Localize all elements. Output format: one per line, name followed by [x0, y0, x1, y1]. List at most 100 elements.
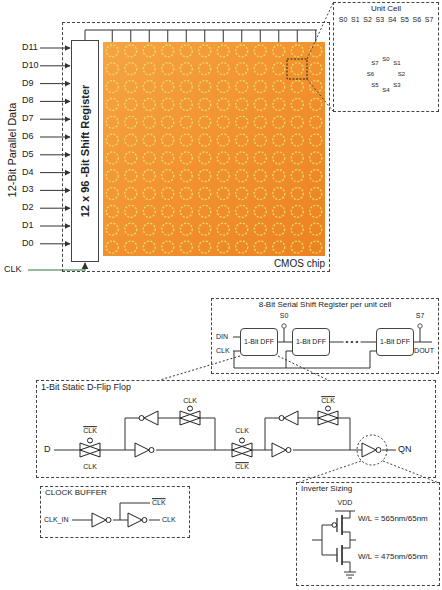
node-label: 8-Bit Serial Shift Register per unit cel…	[259, 301, 392, 310]
signal-label: D3	[22, 185, 34, 195]
unit-cell-ring	[254, 170, 266, 182]
unit-cell-ring	[254, 81, 266, 93]
signal-label: DIN	[216, 333, 228, 341]
unit-cell-ring	[199, 45, 211, 57]
unit-cell-ring	[125, 188, 137, 200]
pin-terminal	[378, 27, 382, 31]
signal-label: D1	[22, 221, 34, 231]
pixel-array	[103, 42, 325, 256]
unit-cell-ring	[273, 63, 285, 75]
gate-bubble	[326, 406, 331, 411]
signal-label: S6	[413, 16, 422, 24]
gold-ring	[360, 48, 412, 100]
pin-terminal	[390, 27, 394, 31]
unit-cell-ring	[106, 63, 118, 75]
unit-cell-ring	[273, 205, 285, 217]
unit-cell-ring	[254, 45, 266, 57]
zoom-line	[307, 3, 333, 111]
data-input-arrow	[40, 226, 70, 227]
unit-cell-ring	[310, 152, 322, 164]
node-label: Unit Cell	[371, 5, 401, 14]
unit-cell-ring	[310, 81, 322, 93]
pin-wire	[391, 31, 393, 46]
unit-cell-ring	[273, 223, 285, 235]
unit-cell-ring	[106, 152, 118, 164]
unit-cell-ring	[143, 116, 155, 128]
node-label: Inverter Sizing	[301, 485, 352, 494]
pin-wire	[368, 31, 371, 50]
unit-cell-ring	[162, 45, 174, 57]
unit-cell-callout: Unit Cell	[333, 2, 439, 112]
signal-label: D2	[22, 203, 34, 213]
signal-label: CLK	[162, 516, 176, 524]
unit-cell-ring	[180, 223, 192, 235]
gate-bubble	[240, 438, 245, 443]
unit-cell-ring	[162, 81, 174, 93]
unit-cell-ring	[199, 116, 211, 128]
unit-cell-ring	[236, 134, 248, 146]
signal-label: DOUT	[414, 347, 434, 355]
unit-cell-ring	[254, 188, 266, 200]
data-input-arrow	[40, 65, 70, 66]
signal-label: VDD	[338, 499, 353, 507]
signal-label: CLK	[321, 397, 335, 405]
unit-cell-ring	[254, 116, 266, 128]
node-label: 12 x 96 -Bit Shift Register	[79, 85, 91, 218]
unit-cell-ring	[273, 170, 285, 182]
unit-cell-ring	[291, 152, 303, 164]
unit-cell-ring	[273, 45, 285, 57]
unit-cell-ring	[106, 223, 118, 235]
unit-cell-ring	[199, 223, 211, 235]
signal-label: CLK	[183, 397, 197, 405]
inverter-bubble	[376, 448, 381, 453]
signal-label: S5	[371, 82, 378, 89]
unit-cell-ring	[180, 205, 192, 217]
unit-cell-ring	[273, 152, 285, 164]
unit-cell-ring	[273, 98, 285, 110]
unit-cell-ring	[162, 152, 174, 164]
signal-label: CLK	[152, 499, 166, 507]
transmission-gate	[80, 443, 100, 457]
shift-register-box: 12 x 96 -Bit Shift Register	[71, 40, 99, 262]
unit-cell-ring	[217, 152, 229, 164]
unit-cell-ring	[162, 205, 174, 217]
gate-bubble	[88, 438, 93, 443]
gate-bubble	[188, 406, 193, 411]
unit-cell-ring	[162, 134, 174, 146]
unit-cell-ring	[106, 134, 118, 146]
unit-cell-ring	[125, 223, 137, 235]
unit-cell-ring	[125, 116, 137, 128]
signal-label: S2	[363, 16, 372, 24]
unit-cell-ring	[143, 98, 155, 110]
clock-input-arrow	[28, 263, 85, 270]
unit-cell-ring	[162, 98, 174, 110]
column-bus	[85, 30, 317, 42]
unit-cell-ring	[125, 205, 137, 217]
unit-cell-ring	[291, 241, 303, 253]
unit-cell-ring	[217, 205, 229, 217]
signal-label: S0	[280, 312, 289, 320]
unit-cell-ring	[180, 152, 192, 164]
inverter-bubble	[149, 448, 154, 453]
unit-cell-ring	[180, 188, 192, 200]
unit-cell-ring	[310, 116, 322, 128]
unit-cell-ring	[254, 205, 266, 217]
switch-symbol	[393, 97, 399, 100]
signal-label: CLK	[83, 427, 97, 435]
unit-cell-ring	[236, 45, 248, 57]
unit-cell-ring	[162, 170, 174, 182]
unit-cell-ring	[254, 223, 266, 235]
unit-cell-ring	[106, 116, 118, 128]
data-input-arrow	[40, 154, 70, 155]
signal-label: • • •	[344, 338, 361, 347]
inverter-sizing-panel: Inverter Sizing	[296, 482, 440, 586]
unit-cell-ring	[199, 152, 211, 164]
unit-cell-ring	[199, 81, 211, 93]
unit-cell-ring	[217, 241, 229, 253]
unit-cell-ring	[162, 188, 174, 200]
unit-cell-ring	[291, 223, 303, 235]
unit-cell-ring	[106, 241, 118, 253]
unit-cell-ring	[273, 116, 285, 128]
unit-cell-ring	[273, 188, 285, 200]
